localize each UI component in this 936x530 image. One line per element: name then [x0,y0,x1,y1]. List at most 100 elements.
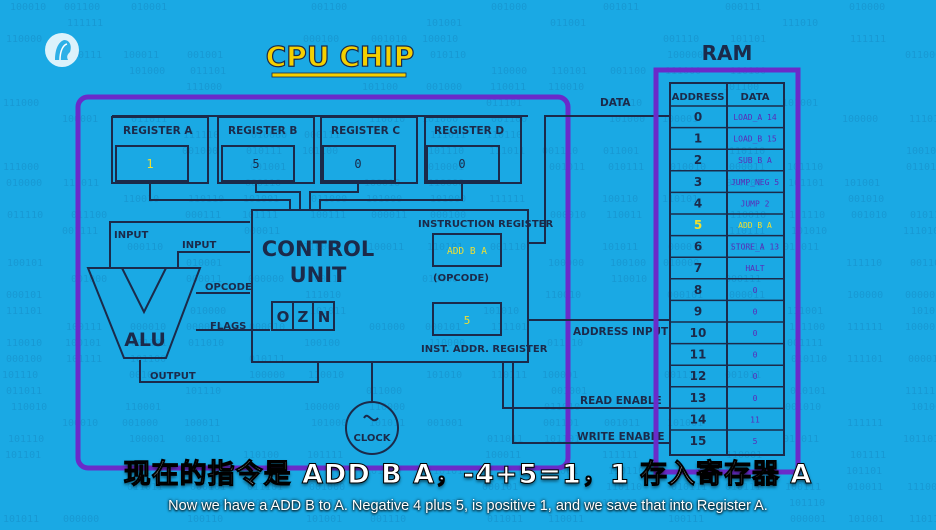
binary-digits: 000100 [430,210,466,221]
binary-digits: 001111 [787,338,823,349]
binary-digits: 110100 [243,450,279,461]
binary-digits: 101011 [369,418,405,429]
binary-digits: 110010 [123,194,159,205]
alu-input2-label: INPUT [182,240,217,251]
binary-digits: 100100 [304,338,340,349]
binary-digits: 110111 [491,370,527,381]
binary-digits: 010000 [663,258,699,269]
binary-digits: 101101 [5,450,41,461]
binary-digits: 001001 [427,418,463,429]
binary-digits: 000101 [482,482,518,493]
ram-address-cell: 1 [694,132,702,146]
binary-digits: 100111 [66,322,102,333]
binary-digits: 001000 [182,146,218,157]
binary-digits: 110110 [606,482,642,493]
binary-digits: 010010 [670,162,706,173]
binary-digits: 100111 [668,514,704,525]
binary-digits: 101110 [365,466,401,477]
instruction-register-box [432,233,502,267]
binary-digits: 111001 [787,306,823,317]
binary-digits: 011010 [547,338,583,349]
ram-title: RAM [702,41,753,65]
binary-digits: 000011 [668,242,704,253]
register-d-value: 0 [458,157,465,171]
binary-digits: 001100 [491,114,527,125]
binary-digits: 000101 [425,322,461,333]
alu-label: ALU [124,329,166,351]
binary-digits: 001000 [491,2,527,13]
inst-addr-register-box [432,302,502,336]
binary-digits: 011011 [127,482,163,493]
binary-digits: 011100 [71,210,107,221]
ram-data-cell: 0 [753,286,758,295]
binary-digits: 110111 [729,226,765,237]
binary-digits: 101011 [911,306,936,317]
binary-digits: 111000 [3,98,39,109]
binary-digits: 010111 [671,482,707,493]
binary-digits: 010011 [783,242,819,253]
binary-digits: 001000 [122,418,158,429]
binary-digits: 110010 [548,82,584,93]
binary-digits: 011000 [366,386,402,397]
register-a-label: REGISTER A [123,125,193,137]
ram-data-cell: 0 [753,351,758,360]
binary-digits: 000101 [190,482,226,493]
clock-wave-icon [363,414,379,422]
binary-digits: 000100 [303,34,339,45]
binary-digits: 110011 [548,514,584,525]
register-b-label: REGISTER B [228,125,297,137]
binary-digits: 101011 [310,306,346,317]
register-a-inner [115,145,189,182]
ram-outline [653,67,801,475]
binary-digits: 010001 [131,2,167,13]
binary-digits: 001011 [725,370,761,381]
ram-address-cell: 9 [694,304,702,318]
binary-digits: 101010 [426,370,462,381]
binary-digits: 100111 [310,210,346,221]
binary-digits: 000010 [130,322,166,333]
binary-digits: 100010 [422,34,458,45]
clock-label: CLOCK [354,433,392,444]
binary-digits: 001010 [848,194,884,205]
binary-digits: 101101 [903,434,936,445]
binary-digits: 111111 [850,34,886,45]
ram-address-cell: 8 [694,283,702,297]
binary-digits: 110000 [6,34,42,45]
binary-digits: 110010 [545,290,581,301]
flag-negative: N [318,308,331,326]
flag-overflow: O [277,308,290,326]
binary-digits: 011101 [486,98,522,109]
binary-digits: 111111 [729,242,765,253]
binary-digits: 101001 [844,178,880,189]
alu-shape [86,267,202,359]
binary-digits: 011011 [487,434,523,445]
binary-digits: 100011 [123,50,159,61]
binary-digits: 010110 [791,354,827,365]
binary-digits: 110001 [303,242,339,253]
alu-input1-label: INPUT [114,230,149,241]
read-enable-label: READ ENABLE [580,395,662,407]
binary-digits: 110010 [369,114,405,125]
binary-digits: 101110 [428,146,464,157]
ram-address-cell: 13 [690,391,707,405]
binary-digits: 001011 [604,418,640,429]
control-unit-line2: UNIT [290,263,347,287]
binary-digits: 000011 [244,226,280,237]
binary-digits: 101000 [911,402,936,413]
ram-address-cell: 5 [694,218,702,232]
inst-addr-register-value: 5 [464,314,471,327]
ram-data-cell: 0 [753,329,758,338]
write-enable-label: WRITE ENABLE [577,431,665,443]
binary-digits: 100110 [602,194,638,205]
binary-digits: 111101 [491,322,527,333]
register-c-value: 0 [354,157,361,171]
ram-address-cell: 10 [690,326,707,340]
ram-data-cell: JUMP_NEG 5 [731,178,779,187]
binary-digits: 101110 [789,210,825,221]
ram-data-cell: JUMP 2 [741,199,770,208]
binary-digits: 001110 [663,34,699,45]
binary-digits: 000011 [128,466,164,477]
binary-digits: 101001 [306,514,342,525]
ram-data-cell: HALT [745,264,764,273]
